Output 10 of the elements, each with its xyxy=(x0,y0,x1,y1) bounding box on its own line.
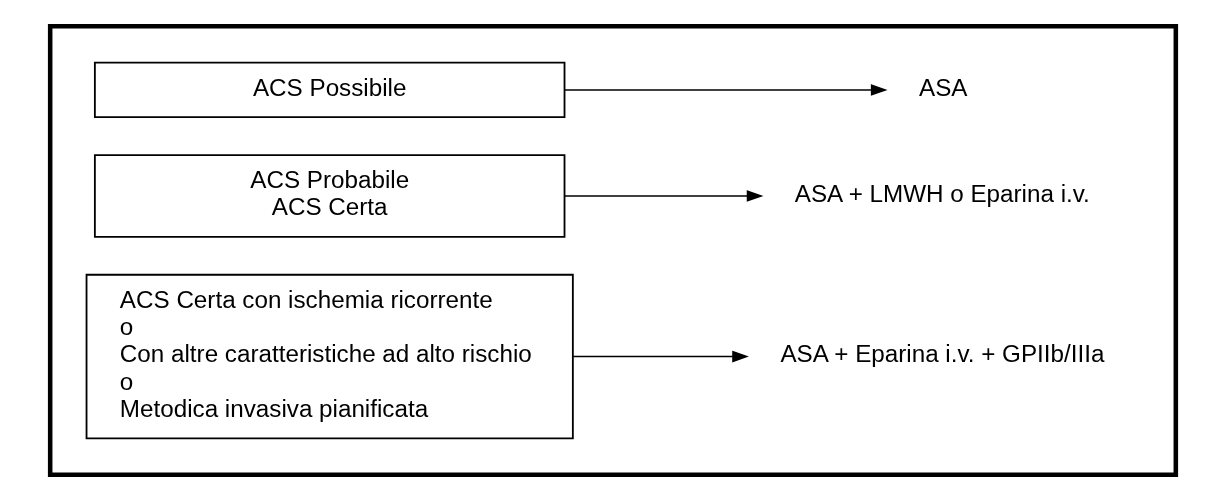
node-text: ASA xyxy=(918,73,967,101)
node-box: ACS Probabile ACS Certa xyxy=(93,154,565,238)
arrow xyxy=(571,350,749,363)
arrow xyxy=(563,84,888,96)
node-box: ACS Possibile xyxy=(93,61,565,119)
arrow xyxy=(563,190,763,202)
cluster xyxy=(47,24,1178,477)
node-text: ASA + Eparina i.v. + GPIIb/IIIa xyxy=(779,340,1104,368)
node-text: ASA + LMWH o Eparina i.v. xyxy=(794,179,1090,207)
node-box: ACS Certa con ischemia ricorrente o Con altre caratteristiche ad alto rischio o Metodica invasiva pianificata xyxy=(85,273,574,440)
